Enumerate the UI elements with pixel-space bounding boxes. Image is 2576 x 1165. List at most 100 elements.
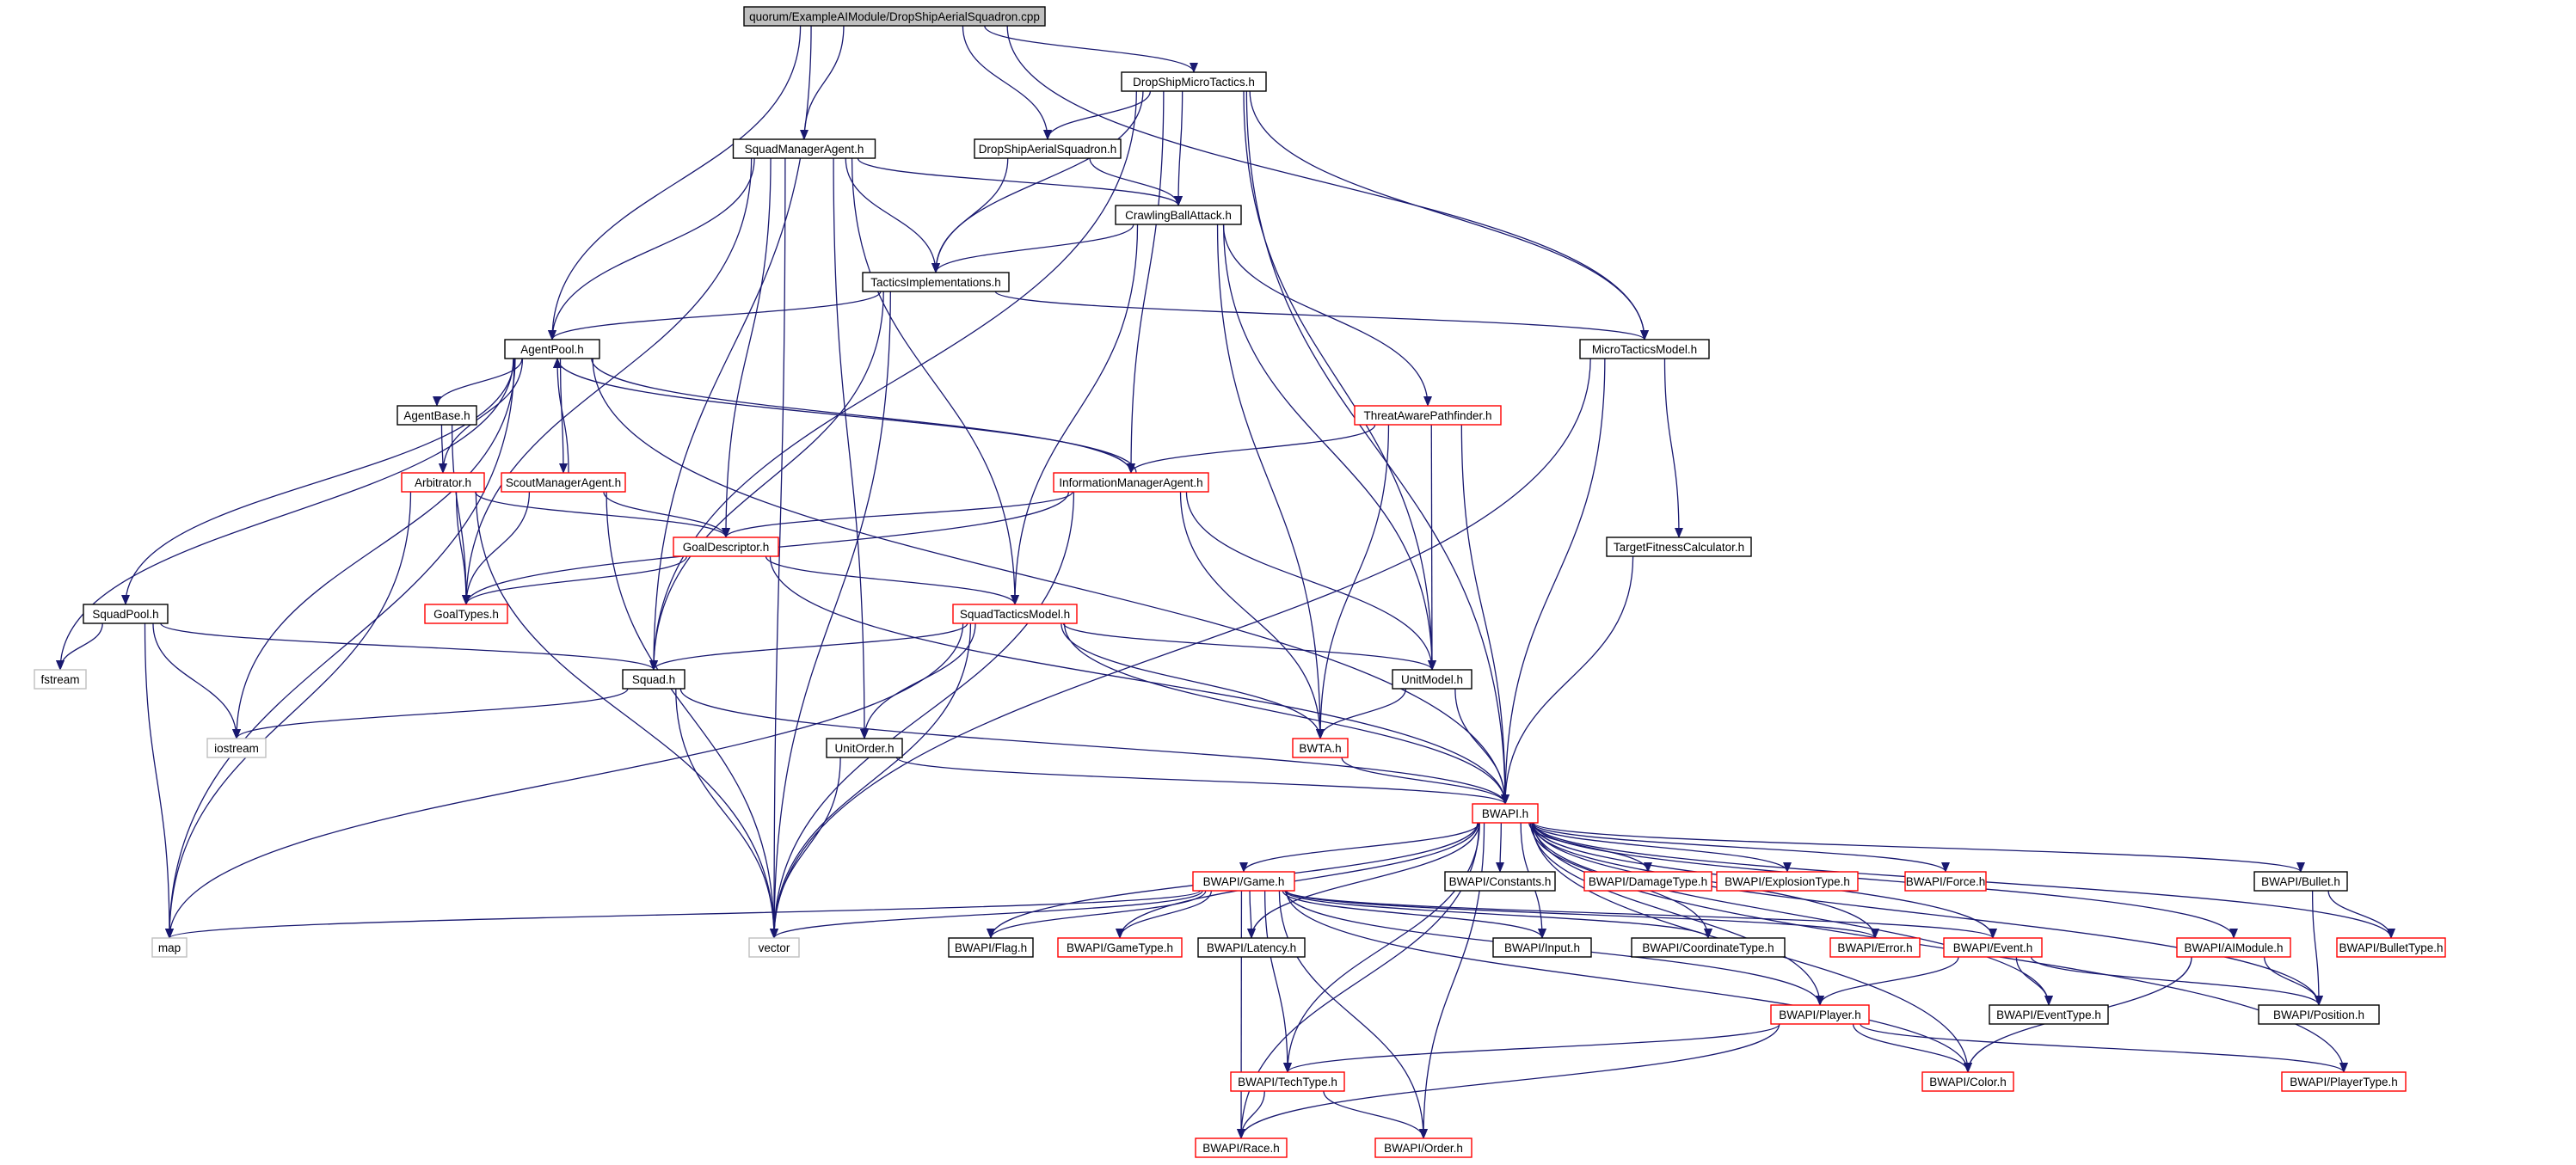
node-sma[interactable]: SquadManagerAgent.h [732, 138, 876, 159]
node-vector[interactable]: vector [748, 937, 800, 958]
node-box [1989, 1004, 2109, 1025]
edge-stm-to-squad [649, 622, 968, 671]
edge-bwapi-to-expl [1531, 822, 1792, 873]
node-dsmt[interactable]: DropShipMicroTactics.h [1121, 71, 1267, 92]
node-box [401, 472, 485, 493]
edge-dsmt-to-bwapi [1245, 90, 1509, 805]
node-race[interactable]: BWAPI/Race.h [1195, 1137, 1288, 1158]
edge-mtm-to-vector [770, 358, 1591, 939]
node-tfc[interactable]: TargetFitnessCalculator.h [1606, 537, 1752, 557]
node-bullet[interactable]: BWAPI/Bullet.h [2253, 871, 2348, 892]
node-pos[interactable]: BWAPI/Position.h [2258, 1004, 2380, 1025]
edge-game-to-flag [987, 890, 1207, 939]
node-bwta[interactable]: BWTA.h [1292, 738, 1349, 758]
node-box [1292, 738, 1349, 758]
node-label: BWAPI/Position.h [2273, 1009, 2364, 1021]
node-label: ThreatAwarePathfinder.h [1363, 409, 1491, 422]
node-expl[interactable]: BWAPI/ExplosionType.h [1716, 871, 1859, 892]
node-label: BWAPI/DamageType.h [1589, 875, 1707, 888]
edge-um-to-bwapi [1454, 688, 1509, 805]
node-gtype[interactable]: BWAPI/GameType.h [1057, 937, 1183, 958]
node-label: DropShipMicroTactics.h [1133, 76, 1255, 89]
edge-event-to-player [1816, 956, 1959, 1006]
edge-ap-to-sp [121, 358, 515, 605]
node-bwapi[interactable]: BWAPI.h [1472, 803, 1539, 824]
node-fstream[interactable]: fstream [34, 669, 87, 690]
node-scm[interactable]: ScoutManagerAgent.h [501, 472, 626, 493]
node-color[interactable]: BWAPI/Color.h [1921, 1071, 2014, 1092]
node-stm[interactable]: SquadTacticsModel.h [952, 604, 1078, 624]
node-root[interactable]: quorum/ExampleAIModule/DropShipAerialSqu… [743, 6, 1046, 27]
node-tech[interactable]: BWAPI/TechType.h [1230, 1071, 1345, 1092]
edge-stm-to-map [165, 622, 964, 939]
node-ap[interactable]: AgentPool.h [504, 339, 600, 359]
node-consts[interactable]: BWAPI/Constants.h [1444, 871, 1556, 892]
node-um[interactable]: UnitModel.h [1392, 669, 1472, 690]
node-err[interactable]: BWAPI/Error.h [1829, 937, 1921, 958]
node-lat[interactable]: BWAPI/Latency.h [1197, 937, 1306, 958]
node-uo[interactable]: UnitOrder.h [826, 738, 903, 758]
edge-game-to-map [165, 890, 1201, 939]
edge-ti-to-vector [770, 291, 891, 939]
node-force[interactable]: BWAPI/Force.h [1904, 871, 1987, 892]
edge-sma-to-ap [548, 157, 755, 340]
node-etype[interactable]: BWAPI/EventType.h [1989, 1004, 2109, 1025]
node-sp[interactable]: SquadPool.h [83, 604, 169, 624]
node-box [1921, 1071, 2014, 1092]
node-label: BWAPI/Error.h [1837, 941, 1912, 954]
edge-ap-to-scm [558, 358, 568, 474]
node-player[interactable]: BWAPI/Player.h [1770, 1004, 1870, 1025]
node-btype[interactable]: BWAPI/BulletType.h [2336, 937, 2446, 958]
edge-game-to-order [1278, 890, 1428, 1139]
edge-ti-to-mtm [994, 291, 1649, 340]
node-box [1472, 803, 1539, 824]
node-box [862, 272, 1010, 292]
node-squad[interactable]: Squad.h [622, 669, 685, 690]
edge-sma-to-gt [462, 157, 753, 605]
node-order[interactable]: BWAPI/Order.h [1374, 1137, 1472, 1158]
node-label: BWAPI/Bullet.h [2261, 875, 2340, 888]
edge-ap-to-bwapi [592, 358, 1509, 805]
edge-tap-to-bwapi [1460, 424, 1509, 805]
node-dmg[interactable]: BWAPI/DamageType.h [1583, 871, 1712, 892]
edge-sma-to-cba [857, 157, 1183, 206]
node-label: BWAPI/Race.h [1202, 1142, 1280, 1155]
node-coord[interactable]: BWAPI/CoordinateType.h [1631, 937, 1786, 958]
edge-sma-to-stm [851, 157, 1019, 605]
edge-ima-to-bwta [1179, 491, 1325, 739]
node-ti[interactable]: TacticsImplementations.h [862, 272, 1010, 292]
node-ab[interactable]: AgentBase.h [397, 405, 477, 426]
edge-game-to-color [1285, 890, 1972, 1073]
edge-game-to-vector [770, 890, 1203, 939]
edge-root-to-dsas [962, 25, 1052, 140]
edge-ti-to-squad [649, 291, 884, 671]
node-box [1770, 1004, 1870, 1025]
node-aimod[interactable]: BWAPI/AIModule.h [2176, 937, 2291, 958]
node-map[interactable]: map [151, 937, 188, 958]
node-dsas[interactable]: DropShipAerialSquadron.h [974, 138, 1122, 159]
node-cba[interactable]: CrawlingBallAttack.h [1115, 205, 1242, 225]
edge-bwapi-to-tech [1283, 822, 1480, 1073]
node-input[interactable]: BWAPI/Input.h [1492, 937, 1592, 958]
node-gt[interactable]: GoalTypes.h [424, 604, 508, 624]
node-tap[interactable]: ThreatAwarePathfinder.h [1354, 405, 1502, 426]
node-game[interactable]: BWAPI/Game.h [1192, 871, 1295, 892]
node-iostream[interactable]: iostream [206, 738, 267, 758]
node-mtm[interactable]: MicroTacticsModel.h [1579, 339, 1710, 359]
node-box [424, 604, 508, 624]
node-ptype[interactable]: BWAPI/PlayerType.h [2281, 1071, 2407, 1092]
node-event[interactable]: BWAPI/Event.h [1943, 937, 2043, 958]
edge-cba-to-bwta [1216, 224, 1325, 739]
edge-bwapi-to-bullet [1533, 822, 2305, 873]
edge-bwapi-to-order [1419, 822, 1485, 1139]
node-box [34, 669, 87, 690]
node-flag[interactable]: BWAPI/Flag.h [948, 937, 1034, 958]
node-gd[interactable]: GoalDescriptor.h [673, 537, 779, 557]
node-arb[interactable]: Arbitrator.h [401, 472, 485, 493]
edge-root-to-mtm [1006, 25, 1649, 340]
edge-stm-to-um [1062, 622, 1436, 671]
node-ima[interactable]: InformationManagerAgent.h [1053, 472, 1209, 493]
edge-scm-to-gt [462, 491, 531, 605]
node-label: BWAPI/ExplosionType.h [1725, 875, 1850, 888]
